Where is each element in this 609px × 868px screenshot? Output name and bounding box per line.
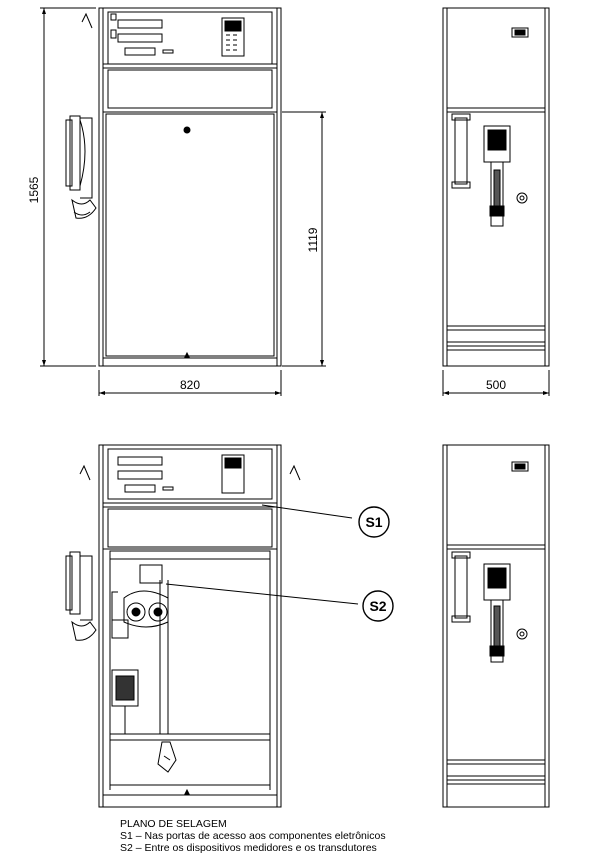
- callout-s2-label: S2: [369, 598, 386, 614]
- side-view-bottom: [442, 444, 550, 808]
- dim-height-total: 1565: [27, 176, 41, 203]
- dim-width-side: 500: [486, 378, 506, 392]
- front-view-bottom: [65, 444, 359, 808]
- sealing-legend: PLANO DE SELAGEM S1 – Nas portas de aces…: [120, 818, 540, 854]
- front-view-top: [40, 7, 326, 396]
- legend-title: PLANO DE SELAGEM: [120, 818, 227, 830]
- legend-line-s1: S1 – Nas portas de acesso aos componente…: [120, 830, 386, 842]
- callout-s2-circle: [362, 590, 394, 622]
- legend-line-s2: S2 – Entre os dispositivos medidores e o…: [120, 842, 377, 854]
- callout-s1-label: S1: [365, 514, 382, 530]
- dim-width-front: 820: [180, 378, 200, 392]
- side-view-top: [442, 7, 550, 396]
- dim-height-door: 1119: [306, 227, 320, 252]
- callout-s1-circle: [358, 506, 390, 538]
